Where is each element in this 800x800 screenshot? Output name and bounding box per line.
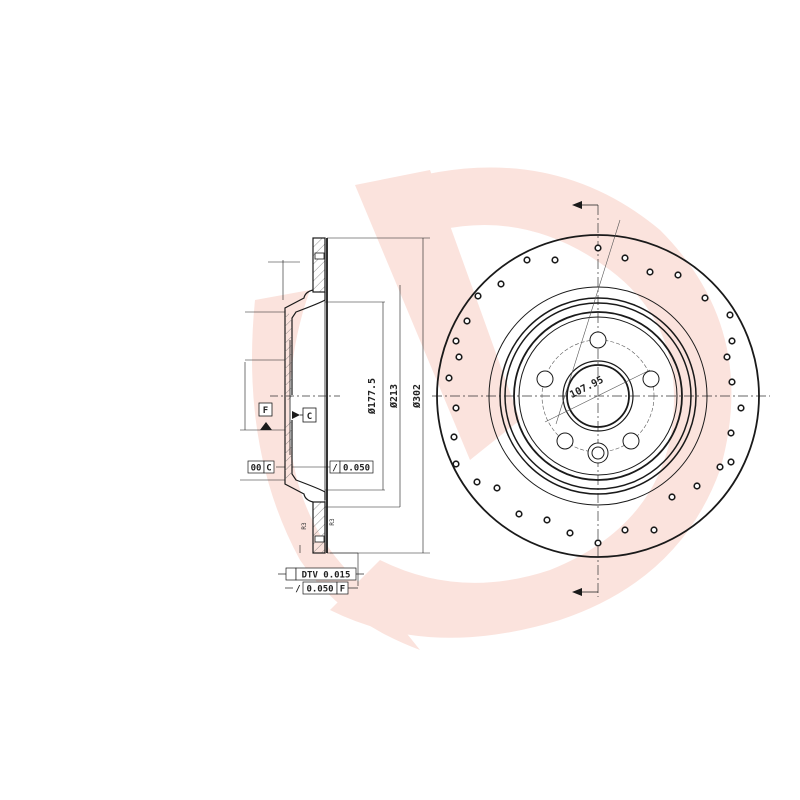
front-view — [432, 201, 770, 597]
datum-f-label: F — [263, 406, 268, 416]
datum-f: F — [258, 402, 273, 430]
radius-right-label: R3 — [329, 518, 336, 526]
pcd-label: 107.95 — [568, 375, 605, 401]
watermark-arc-right — [330, 167, 732, 638]
cross-drilled-holes — [445, 244, 745, 547]
svg-text:0.050: 0.050 — [343, 464, 370, 474]
radius-left-label: R3 — [301, 522, 308, 530]
hub-bore — [566, 364, 630, 428]
stud-hole — [536, 370, 554, 388]
leader-line — [555, 219, 621, 425]
stud-hole — [589, 331, 607, 349]
friction-ring-inner — [488, 286, 708, 506]
diameter-213-label: Ø213 — [388, 384, 400, 409]
runout-c-frame: 00 C — [247, 460, 275, 474]
drill-hole-section-lower — [314, 535, 325, 543]
stud-hole — [642, 370, 660, 388]
runout-f-frame: / 0.050 F — [285, 581, 358, 595]
datum-f-triangle — [260, 422, 272, 430]
section-friction-ring-upper — [312, 237, 326, 293]
hat-shoulder — [504, 302, 692, 490]
diameter-177-label: Ø177.5 — [366, 378, 378, 415]
section-friction-ring-lower — [312, 501, 326, 554]
stud-hole — [556, 432, 574, 450]
section-view — [240, 237, 430, 586]
stud-hole — [622, 432, 640, 450]
datum-c-label: C — [307, 412, 312, 422]
hat-inner — [518, 316, 678, 476]
pcd-dim-line — [544, 369, 651, 423]
hat-face — [513, 311, 683, 481]
svg-text:0.050: 0.050 — [306, 585, 333, 595]
diameter-302-label: Ø302 — [411, 384, 423, 409]
dtv-label: DTV 0.015 — [302, 571, 351, 581]
svg-text:C: C — [266, 464, 271, 474]
hat-outer — [499, 297, 697, 495]
runout-icon: / — [332, 464, 337, 474]
datum-c: C — [292, 407, 317, 423]
runout-0050-frame: / 0.050 — [329, 460, 374, 474]
datum-c-triangle — [292, 411, 300, 419]
hub-bore-outer — [562, 360, 634, 432]
svg-text:00: 00 — [251, 464, 262, 474]
disc-outer-edge — [436, 234, 760, 558]
svg-text:F: F — [340, 585, 345, 595]
locating-hole-inner — [591, 446, 605, 460]
stud-holes — [536, 331, 660, 464]
drill-hole-section-upper — [314, 252, 325, 260]
runout-icon: / — [295, 585, 300, 595]
dtv-symbol-box — [285, 567, 297, 581]
dtv-frame: DTV 0.015 — [278, 567, 364, 581]
watermark-stroke — [355, 170, 520, 460]
